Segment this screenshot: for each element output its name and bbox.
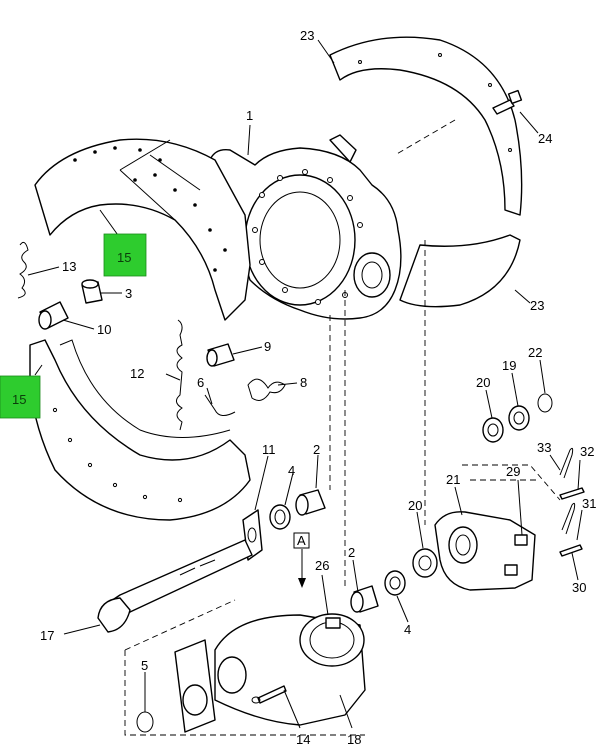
washer-20-lower	[412, 548, 438, 578]
callout-23-top: 23	[300, 28, 314, 43]
callout-1: 1	[246, 108, 253, 123]
callout-14: 14	[296, 732, 310, 745]
highlight-15-upper: 15	[103, 233, 147, 277]
callout-9: 9	[264, 339, 271, 354]
bushing-2-lower	[350, 585, 379, 613]
cotter-pin-31	[561, 502, 576, 535]
callout-6: 6	[197, 375, 204, 390]
callout-4-upper: 4	[288, 463, 295, 478]
callout-17: 17	[40, 628, 54, 643]
callout-22: 22	[528, 345, 542, 360]
bushing-9	[206, 343, 235, 367]
lower-brake-shoe	[29, 339, 251, 521]
callout-12: 12	[130, 366, 144, 381]
pin-32	[559, 487, 585, 500]
view-marker: A	[293, 532, 310, 588]
highlight-15-lower: 15	[0, 375, 41, 419]
callout-26: 26	[315, 558, 329, 573]
callout-13: 13	[62, 259, 76, 274]
callout-5: 5	[141, 658, 148, 673]
callout-8: 8	[300, 375, 307, 390]
return-spring-12	[176, 319, 183, 431]
callout-4-lower: 4	[404, 622, 411, 637]
callout-19: 19	[502, 358, 516, 373]
callout-29: 29	[506, 464, 520, 479]
pin-30	[559, 544, 583, 557]
callout-3: 3	[125, 286, 132, 301]
retainer-clip-8	[247, 378, 286, 401]
snap-ring-5	[136, 711, 154, 733]
bushing-2-upper	[295, 489, 326, 516]
callout-10: 10	[97, 322, 111, 337]
callout-11: 11	[262, 442, 276, 457]
roller-10	[38, 301, 69, 330]
brake-spider	[209, 134, 402, 320]
washer-4-lower	[384, 570, 406, 596]
return-spring-13	[17, 241, 29, 299]
callout-32: 32	[580, 444, 594, 459]
callout-30: 30	[572, 580, 586, 595]
slack-adjuster-21	[434, 511, 536, 591]
callout-labels: 1 23 24 23 13 3 10 12 9 6 8 11 2 4 17 5 …	[40, 28, 596, 745]
callout-24: 24	[538, 131, 552, 146]
upper-brake-shoe	[34, 138, 251, 321]
roller-3	[81, 279, 103, 304]
dust-shield	[329, 36, 523, 308]
callout-33: 33	[537, 440, 551, 455]
bolt-24	[492, 89, 523, 115]
callout-2-lower: 2	[348, 545, 355, 560]
snap-ring-22	[537, 393, 553, 413]
cotter-pin-33	[559, 447, 574, 479]
view-marker-label: A	[297, 533, 306, 548]
brake-chamber-26	[299, 613, 365, 667]
callout-23-bottom: 23	[530, 298, 544, 313]
callout-15-lower: 15	[12, 392, 26, 407]
callout-18: 18	[347, 732, 361, 745]
bolt-14	[251, 685, 287, 704]
callout-21: 21	[446, 472, 460, 487]
callout-2-upper: 2	[313, 442, 320, 457]
anchor-pin-6	[204, 394, 236, 416]
callout-20-upper: 20	[476, 375, 490, 390]
washer-19	[508, 405, 530, 431]
alignment-lines	[124, 119, 561, 736]
camshaft-17	[97, 539, 253, 633]
callout-15-upper: 15	[117, 250, 131, 265]
washer-20-upper	[482, 417, 504, 443]
leader-lines	[27, 39, 583, 729]
washer-4-upper	[269, 504, 291, 530]
callout-31: 31	[582, 496, 596, 511]
callout-20-lower: 20	[408, 498, 422, 513]
